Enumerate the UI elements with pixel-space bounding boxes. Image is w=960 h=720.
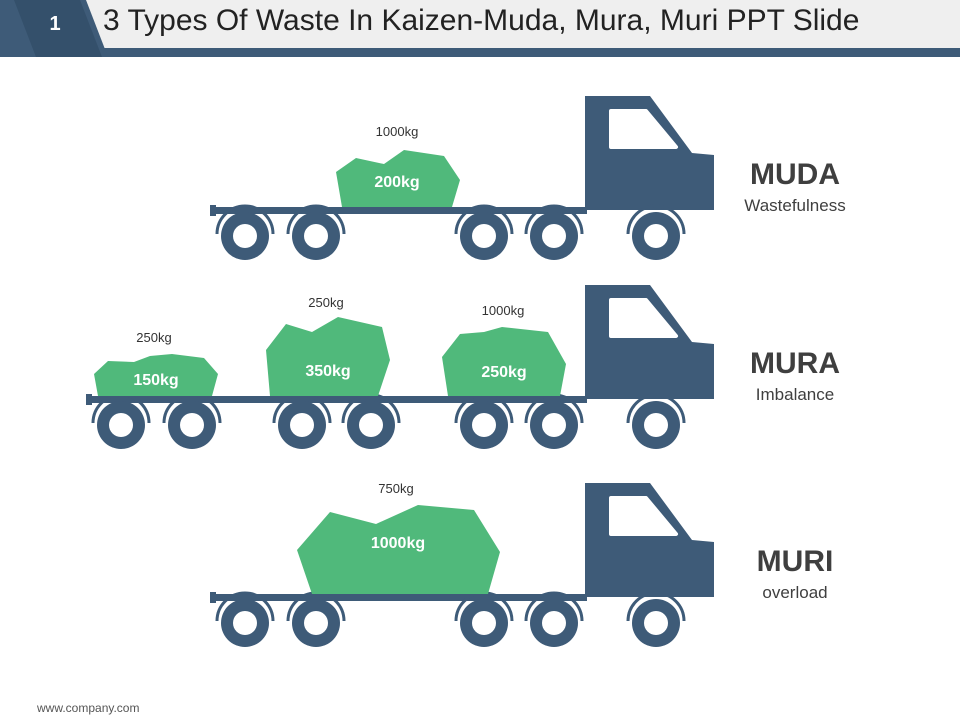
wheel-hub — [542, 224, 566, 248]
wheel-hub — [644, 413, 668, 437]
header-band — [0, 0, 960, 48]
cargo-label-inside: 250kg — [481, 364, 526, 381]
slide-number-tab-accent — [14, 0, 102, 57]
wheel-hub — [109, 413, 133, 437]
cargo-load-shape — [336, 150, 460, 207]
cargo-label-above: 250kg — [136, 330, 171, 345]
footer-url: www.company.com — [37, 701, 140, 715]
wheel-fender — [215, 204, 275, 235]
cargo-load: 1000kg 250kg — [442, 303, 566, 396]
cargo-load: 1000kg 200kg — [336, 124, 460, 207]
truck-wheel — [341, 393, 401, 449]
waste-type-subtitle: Wastefulness — [744, 196, 845, 215]
truck-window — [609, 298, 678, 338]
wheel-hub — [359, 413, 383, 437]
truck-window — [609, 109, 678, 149]
wheel-hub — [180, 413, 204, 437]
truck-window — [609, 496, 678, 536]
slide-number: 1 — [49, 13, 61, 35]
waste-type-subtitle: overload — [762, 583, 827, 602]
cargo-load: 250kg 350kg — [266, 295, 390, 396]
header-bar — [0, 0, 960, 57]
truck-flatbed — [86, 396, 587, 403]
cargo-load-shape — [442, 327, 566, 396]
cargo-load: 250kg 150kg — [94, 330, 218, 396]
wheel-hub — [644, 611, 668, 635]
truck-wheel — [524, 591, 584, 647]
truck-wheel — [272, 393, 332, 449]
truck-wheel — [626, 591, 686, 647]
wheel-hub — [644, 224, 668, 248]
truck-bumper — [210, 205, 216, 216]
truck-wheel — [286, 591, 346, 647]
cargo-load-shape — [266, 317, 390, 396]
cargo-label-above: 250kg — [308, 295, 343, 310]
header-underline — [0, 48, 960, 57]
wheel-fender — [626, 204, 686, 235]
cargo-load-shape — [297, 505, 500, 594]
cargo-label-above: 1000kg — [482, 303, 525, 318]
wheel-hub — [472, 611, 496, 635]
wheel-hub — [542, 413, 566, 437]
wheel-fender — [215, 591, 275, 622]
cargo-label-inside: 200kg — [374, 174, 419, 191]
truck-wheel — [215, 204, 275, 260]
wheel-hub — [233, 224, 257, 248]
truck-wheel — [162, 393, 222, 449]
wheel-fender — [454, 204, 514, 235]
wheel-fender — [286, 204, 346, 235]
truck-bumper — [210, 592, 216, 603]
cargo-label-inside: 150kg — [133, 372, 178, 389]
wheel-hub — [290, 413, 314, 437]
truck-muda: 1000kg 200kg MUDA Wastefulness — [210, 96, 846, 260]
truck-bumper — [86, 394, 92, 405]
truck-wheel — [454, 204, 514, 260]
truck-wheel — [626, 393, 686, 449]
waste-type-title: MUDA — [750, 158, 840, 191]
wheel-hub — [233, 611, 257, 635]
truck-wheel — [524, 204, 584, 260]
wheel-fender — [524, 204, 584, 235]
slide-title: 3 Types Of Waste In Kaizen-Muda, Mura, M… — [103, 4, 860, 37]
cargo-label-above: 1000kg — [376, 124, 419, 139]
truck-wheel — [454, 591, 514, 647]
cargo-label-inside: 1000kg — [371, 535, 425, 552]
truck-wheel — [524, 393, 584, 449]
truck-wheel — [454, 393, 514, 449]
wheel-hub — [472, 413, 496, 437]
truck-flatbed — [210, 594, 587, 601]
cargo-label-above: 750kg — [378, 481, 413, 496]
wheel-fender — [626, 591, 686, 622]
truck-wheel — [286, 204, 346, 260]
wheel-fender — [626, 393, 686, 424]
wheel-hub — [304, 224, 328, 248]
waste-type-subtitle: Imbalance — [756, 385, 834, 404]
wheel-hub — [472, 224, 496, 248]
waste-type-title: MURI — [757, 545, 834, 578]
wheel-hub — [304, 611, 328, 635]
truck-wheel — [91, 393, 151, 449]
cargo-load-shape — [94, 354, 218, 396]
cargo-label-inside: 350kg — [305, 363, 350, 380]
truck-flatbed — [210, 207, 587, 214]
waste-type-title: MURA — [750, 347, 840, 380]
cargo-load: 750kg 1000kg — [297, 481, 500, 594]
truck-wheel — [215, 591, 275, 647]
truck-wheel — [626, 204, 686, 260]
wheel-fender — [524, 591, 584, 622]
wheel-hub — [542, 611, 566, 635]
